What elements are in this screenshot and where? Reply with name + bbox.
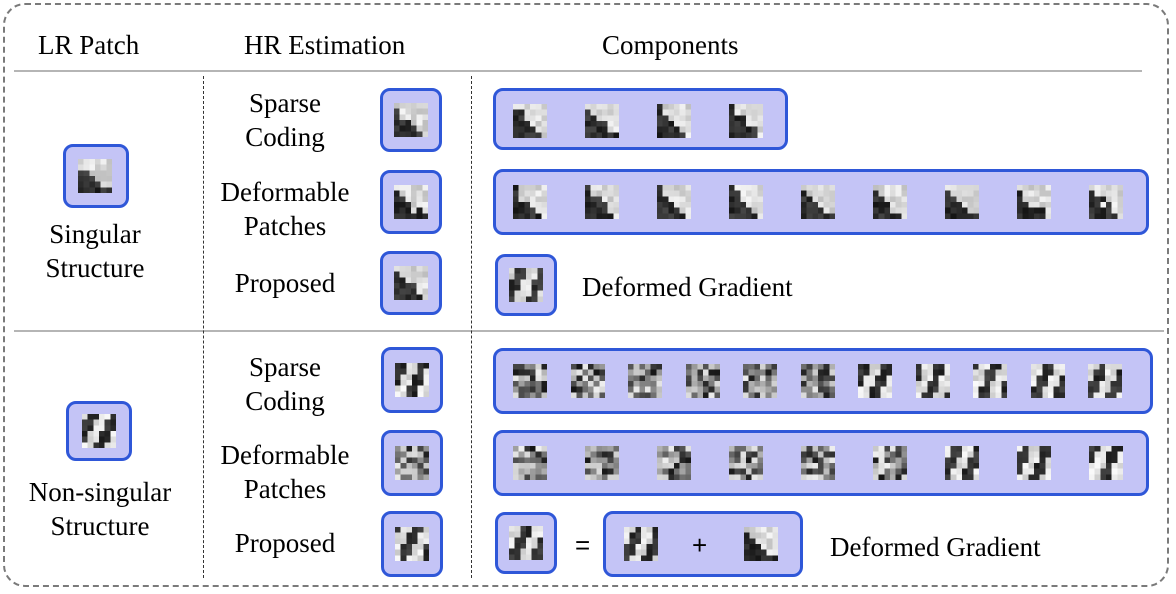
section-label-singular-line1: Singular (49, 219, 141, 249)
component-patch (1089, 185, 1123, 219)
component-patch (743, 364, 777, 398)
component-patch (657, 446, 691, 480)
deformed-gradient-patch (509, 526, 543, 560)
component-patch (585, 104, 619, 138)
hr-estimate-patch (394, 103, 428, 137)
hr-estimate-patch (395, 363, 429, 397)
method-sparse-coding-line1: Sparse (249, 352, 321, 382)
component-patch (1030, 364, 1065, 398)
deformed-gradient-box (495, 254, 557, 316)
method-deformable-patches-line1: Deformable (220, 440, 350, 470)
component-patch (1017, 446, 1051, 480)
component-patch (873, 446, 907, 480)
component-patch (657, 104, 691, 138)
section-label-non-singular-line1: Non-singular (28, 477, 172, 507)
hr-estimate-patch (394, 185, 428, 219)
components-box (493, 348, 1153, 414)
header-lr-patch: LR Patch (38, 30, 140, 60)
column-divider-1 (203, 76, 204, 578)
component-patch (945, 185, 979, 219)
hr-estimate-box (380, 170, 442, 234)
hr-estimate-patch (394, 266, 428, 300)
component-patch (628, 364, 662, 398)
hr-estimate-box (380, 251, 442, 315)
figure-frame (3, 3, 1169, 587)
method-proposed: Proposed (234, 268, 336, 298)
section-rule (14, 330, 1164, 332)
lr-patch-singular (78, 159, 112, 193)
component-patch (657, 185, 691, 219)
method-sparse-coding-line2: Coding (245, 122, 325, 152)
component-patch (729, 185, 763, 219)
component-patch (801, 446, 835, 480)
component-patch (570, 364, 605, 398)
hr-estimate-patch (395, 446, 429, 480)
component-patch (858, 364, 892, 398)
method-sparse-coding-line1: Sparse (249, 88, 321, 118)
component-patch (585, 185, 619, 219)
deformed-gradient-patch (509, 268, 543, 302)
lr-patch-box-non-singular (66, 401, 132, 461)
method-deformable-patches-line1: Deformable (220, 177, 350, 207)
hr-estimate-box (380, 88, 442, 152)
components-box (493, 430, 1149, 496)
components-box (493, 88, 788, 150)
lr-patch-non-singular (82, 414, 116, 448)
section-label-singular-line2: Structure (45, 253, 145, 283)
method-deformable-patches-line2: Patches (243, 474, 327, 504)
method-deformable-patches-line2: Patches (243, 211, 327, 241)
hr-estimate-patch (395, 527, 429, 561)
component-patch (744, 527, 778, 561)
component-patch (801, 185, 835, 219)
component-patch (685, 364, 720, 398)
section-label-non-singular-line2: Structure (50, 511, 150, 541)
component-patch (729, 104, 763, 138)
component-patch (513, 185, 547, 219)
components-box (493, 169, 1149, 235)
lr-patch-box-singular (63, 144, 129, 208)
component-patch (1089, 446, 1123, 480)
component-patch (513, 104, 547, 138)
hr-estimate-box (381, 511, 443, 577)
sum-components-box: + (603, 511, 803, 577)
component-label-deformed-gradient: Deformed Gradient (582, 272, 793, 302)
component-patch (729, 446, 763, 480)
component-patch (1088, 364, 1122, 398)
column-divider-2 (471, 76, 472, 578)
hr-estimate-box (381, 430, 443, 496)
deformed-gradient-box (495, 512, 557, 574)
component-patch (800, 364, 835, 398)
component-patch (1017, 185, 1051, 219)
component-patch (624, 527, 658, 561)
method-sparse-coding-line2: Coding (245, 386, 325, 416)
component-patch (973, 364, 1007, 398)
component-patch (873, 185, 907, 219)
component-patch (513, 364, 547, 398)
equals-sign: = (575, 530, 591, 560)
header-components: Components (602, 30, 739, 60)
component-label-deformed-gradient: Deformed Gradient (830, 532, 1041, 562)
plus-sign: + (692, 530, 708, 560)
component-patch (585, 446, 619, 480)
hr-estimate-box (381, 347, 443, 413)
component-patch (945, 446, 979, 480)
component-patch (915, 364, 950, 398)
header-rule (14, 70, 1142, 72)
header-hr-estimation: HR Estimation (244, 30, 406, 60)
method-proposed: Proposed (234, 528, 336, 558)
component-patch (513, 446, 547, 480)
